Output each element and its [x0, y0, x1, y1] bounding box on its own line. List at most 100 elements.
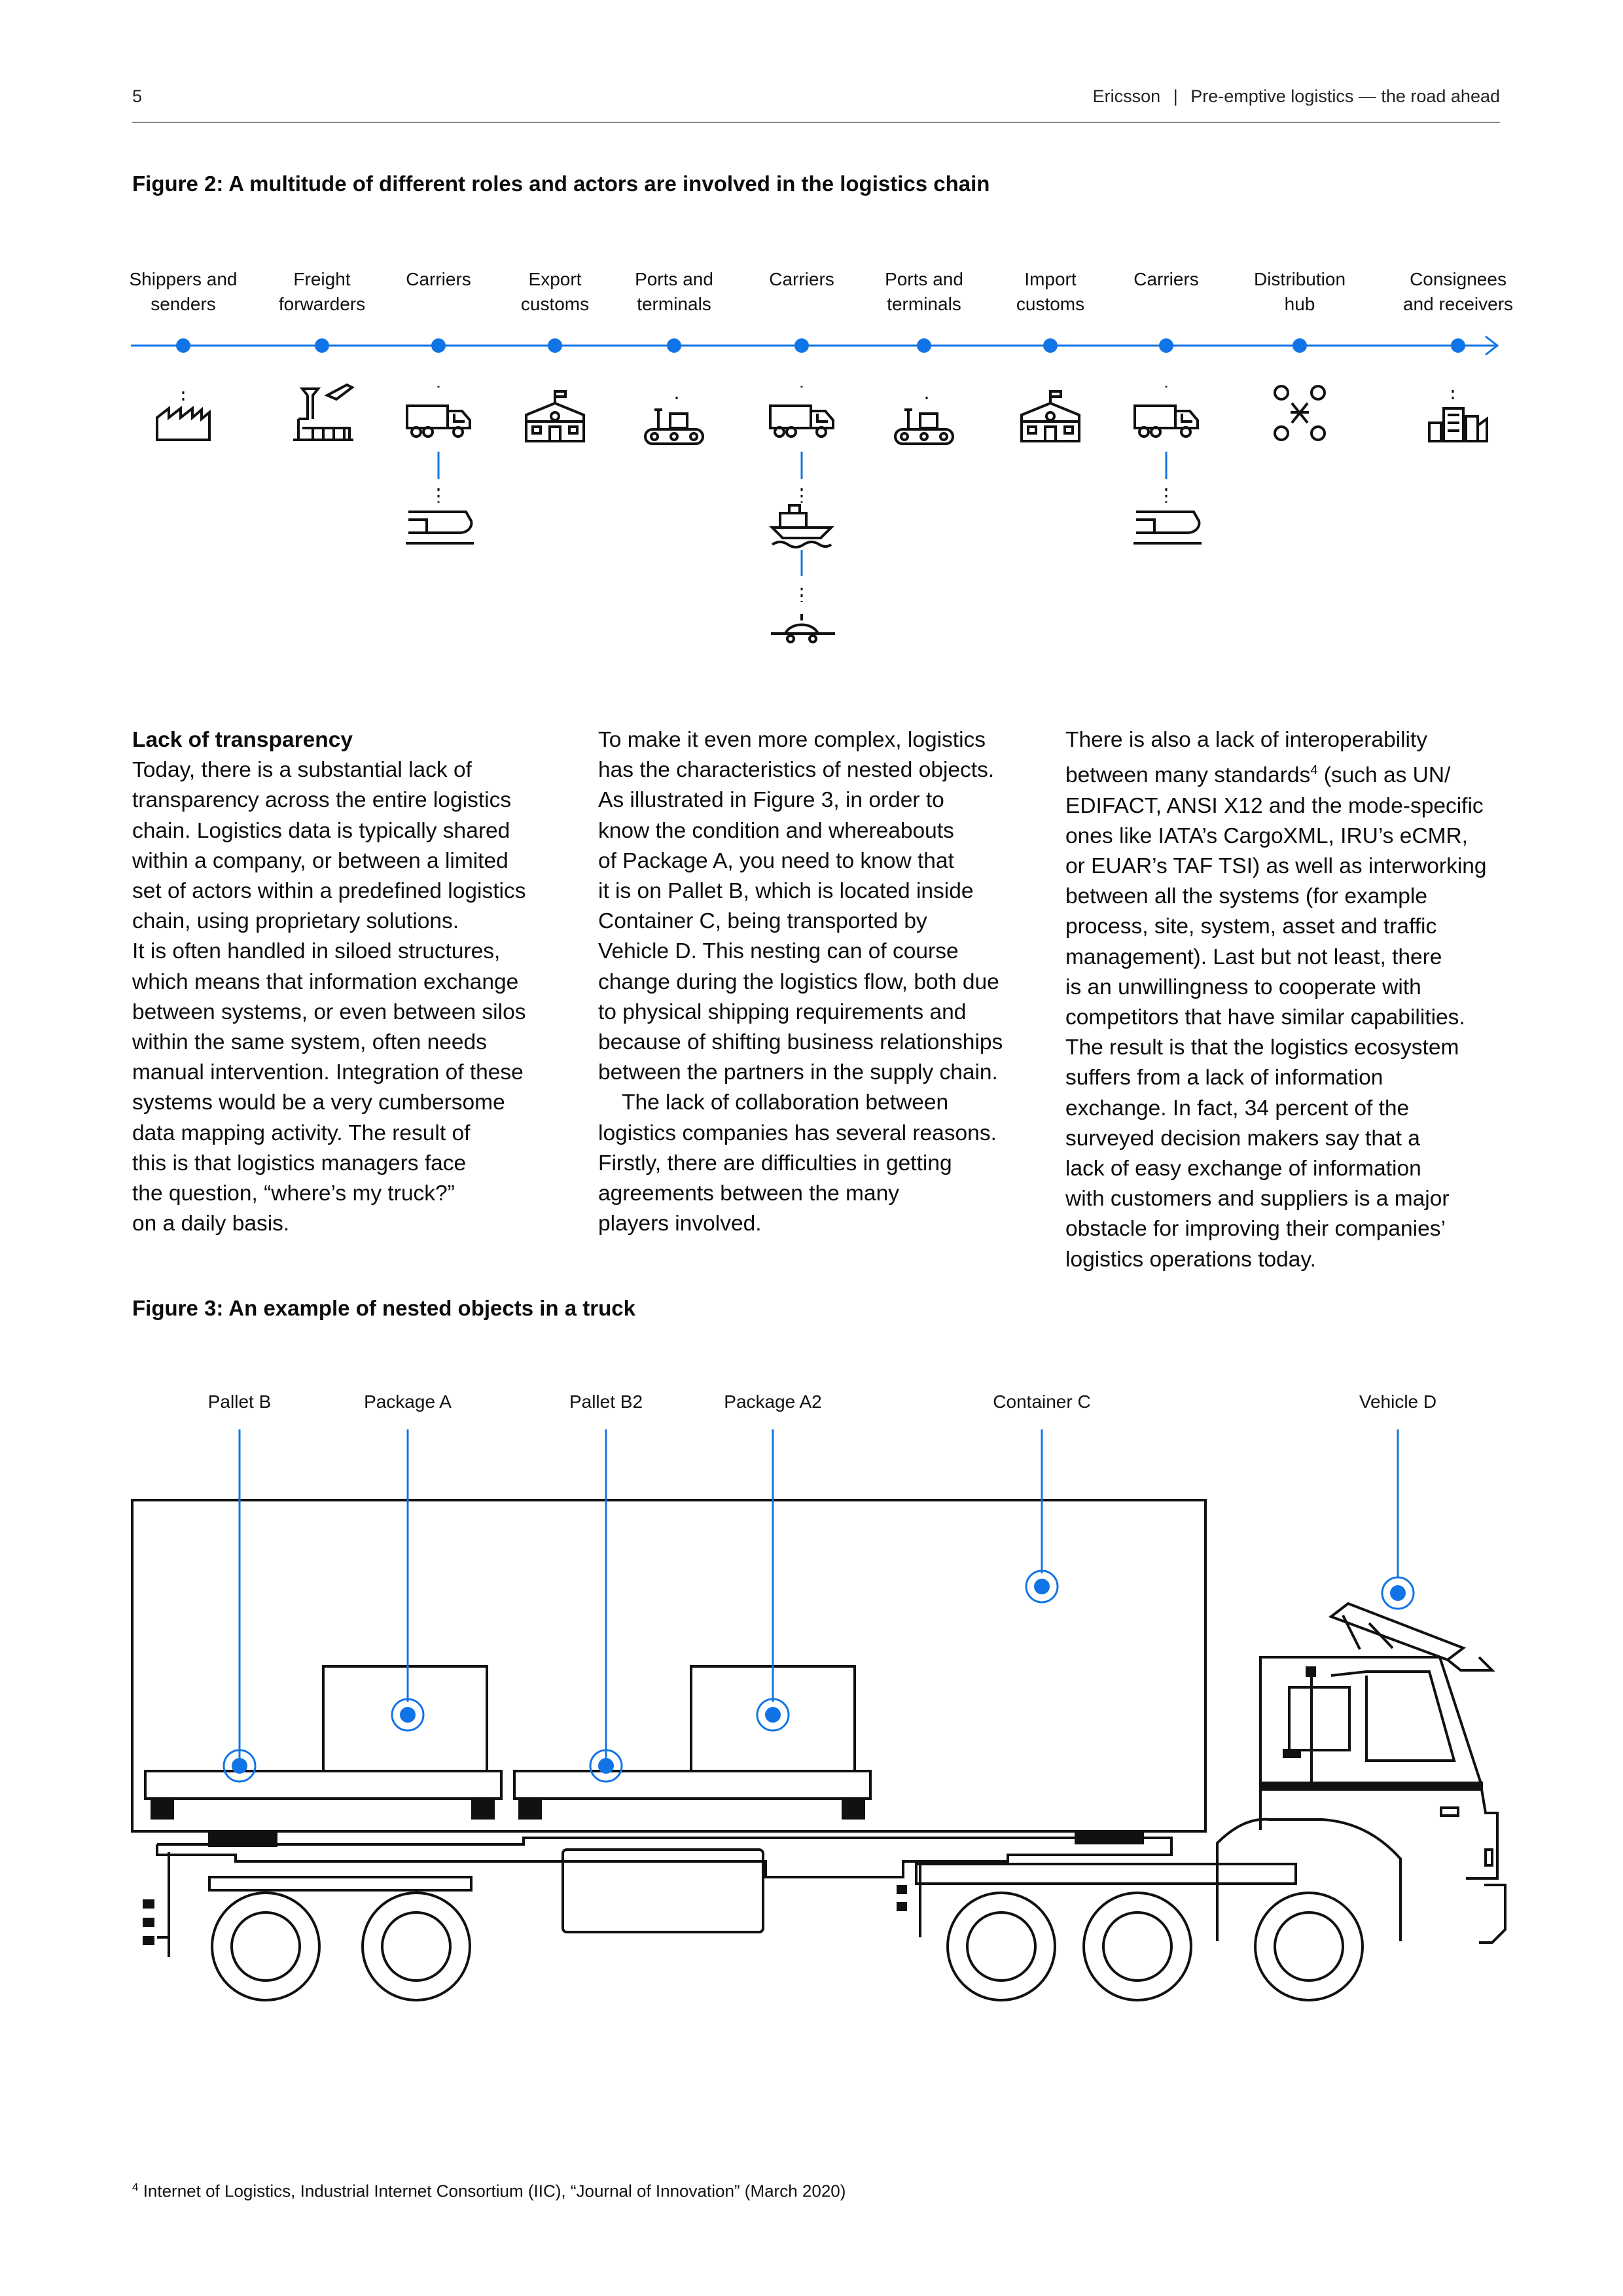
text-line: on a daily basis. — [132, 1211, 290, 1236]
ship-icon — [769, 504, 834, 548]
text-line: process, site, system, asset and traffic — [1065, 914, 1437, 939]
package-a — [322, 1665, 488, 1772]
role-label: Carriers — [406, 269, 471, 289]
text-line: within a company, or between a limited — [132, 848, 508, 873]
text-column-2: To make it even more complex, logistics … — [598, 725, 1030, 1239]
header-rule — [132, 122, 1500, 123]
conveyor-icon — [894, 395, 954, 445]
container-c — [131, 1499, 1207, 1833]
running-header: Ericsson | Pre-emptive logistics — the r… — [1093, 86, 1500, 107]
text-line: between the partners in the supply chain… — [598, 1060, 998, 1085]
text-line: The result is that the logistics ecosyst… — [1065, 1035, 1459, 1060]
timeline-nodes — [176, 338, 1465, 353]
text-line: ones like IATA’s CargoXML, IRU’s eCMR, — [1065, 823, 1468, 848]
header-separator: | — [1173, 86, 1178, 106]
pallet-b — [144, 1770, 503, 1800]
footnote-text: Internet of Logistics, Industrial Intern… — [138, 2181, 846, 2201]
text-line: this is that logistics managers face — [132, 1151, 467, 1175]
text-line: within the same system, often needs — [132, 1030, 487, 1055]
text-line: change during the logistics flow, both d… — [598, 969, 999, 994]
document-title: Pre-emptive logistics — the road ahead — [1190, 86, 1500, 106]
airport-icon — [293, 383, 355, 441]
city-buildings-icon — [1428, 390, 1488, 442]
role-label: Carriers — [1133, 269, 1199, 289]
truck-icon — [769, 385, 834, 438]
text-line: it is on Pallet B, which is located insi… — [598, 879, 974, 904]
page-number: 5 — [132, 86, 143, 106]
logistics-chain-diagram — [131, 335, 1499, 643]
text-line: obstacle for improving their companies’ — [1065, 1217, 1446, 1242]
callout-markers — [232, 1579, 1406, 1774]
text-column-1: Lack of transparency Today, there is a s… — [132, 725, 564, 1239]
text-line: management). Last but not least, there — [1065, 944, 1442, 969]
text-line: between many standards4 (such as UN/ — [1065, 763, 1451, 788]
text-line: suffers from a lack of information — [1065, 1066, 1383, 1090]
text-line: lack of easy exchange of information — [1065, 1157, 1421, 1181]
text-line: To make it even more complex, logistics — [598, 728, 986, 752]
callout-label: Package A2 — [724, 1391, 822, 1412]
truck-icon — [406, 385, 471, 438]
text-line: which means that information exchange — [132, 969, 519, 994]
train-icon — [1132, 511, 1203, 545]
text-line: There is also a lack of interoperability — [1065, 728, 1428, 752]
text-line: exchange. In fact, 34 percent of the — [1065, 1096, 1410, 1121]
text-line: EDIFACT, ANSI X12 and the mode-specific — [1065, 793, 1484, 818]
text-line: logistics companies has several reasons. — [598, 1121, 997, 1145]
truck-fills — [143, 1666, 1483, 1945]
distribution-hub-icon — [1274, 385, 1326, 441]
text-line: transparency across the entire logistics — [132, 788, 512, 813]
callout-label: Pallet B2 — [569, 1391, 643, 1412]
callout-label: Container C — [993, 1391, 1091, 1412]
text-line: Vehicle D. This nesting can of course — [598, 939, 959, 964]
text-line: of Package A, you need to know that — [598, 848, 954, 873]
text-line: know the condition and whereabouts — [598, 818, 954, 843]
customs-building-icon — [1020, 390, 1080, 442]
text-line: Today, there is a substantial lack of — [132, 758, 472, 783]
text-line: surveyed decision makers say that a — [1065, 1126, 1420, 1151]
company-name: Ericsson — [1092, 86, 1161, 106]
text-line: agreements between the many — [598, 1181, 899, 1206]
airplane-icon — [771, 614, 835, 643]
text-line: logistics operations today. — [1065, 1247, 1316, 1272]
callout-leaders — [223, 1429, 1415, 1783]
text-line: to physical shipping requirements and — [598, 999, 967, 1024]
text-line: competitors that have similar capabiliti… — [1065, 1005, 1465, 1030]
text-line: Container C, being transported by — [598, 909, 927, 934]
text-line: systems would be a very cumbersome — [132, 1090, 505, 1115]
text-line: with customers and suppliers is a major — [1065, 1187, 1450, 1211]
callout-label: Vehicle D — [1359, 1391, 1437, 1412]
conveyor-icon — [644, 395, 704, 445]
figure-3-title: Figure 3: An example of nested objects i… — [132, 1296, 635, 1320]
callout-label: Pallet B — [207, 1391, 272, 1412]
role-label: Carriers — [769, 269, 834, 289]
text-line: because of shifting business relationshi… — [598, 1030, 1003, 1055]
footnote: 4 Internet of Logistics, Industrial Inte… — [132, 2181, 846, 2202]
text-line: As illustrated in Figure 3, in order to — [598, 788, 944, 813]
footnote-ref: 4 — [1310, 763, 1318, 778]
text-line: chain, using proprietary solutions. — [132, 909, 459, 934]
pallet-b2 — [513, 1770, 872, 1800]
text-line: It is often handled in siloed structures… — [132, 939, 501, 964]
figure-2-title: Figure 2: A multitude of different roles… — [132, 171, 990, 196]
customs-building-icon — [525, 390, 585, 442]
text-line: players involved. — [598, 1211, 762, 1236]
section-heading: Lack of transparency — [132, 728, 353, 752]
text-line: set of actors within a predefined logist… — [132, 879, 526, 904]
truck-body — [131, 1499, 1507, 2001]
truck-icon — [1133, 385, 1199, 438]
text-line: Firstly, there are difficulties in getti… — [598, 1151, 952, 1175]
text-column-3: There is also a lack of interoperability… — [1065, 725, 1497, 1275]
text-line: The lack of collaboration between — [622, 1090, 949, 1115]
footnote-mark: 4 — [132, 2181, 139, 2193]
text-line: manual intervention. Integration of thes… — [132, 1060, 524, 1085]
text-line: between all the systems (for example — [1065, 884, 1427, 909]
text-line: has the characteristics of nested object… — [598, 758, 995, 783]
package-a2 — [690, 1665, 856, 1772]
